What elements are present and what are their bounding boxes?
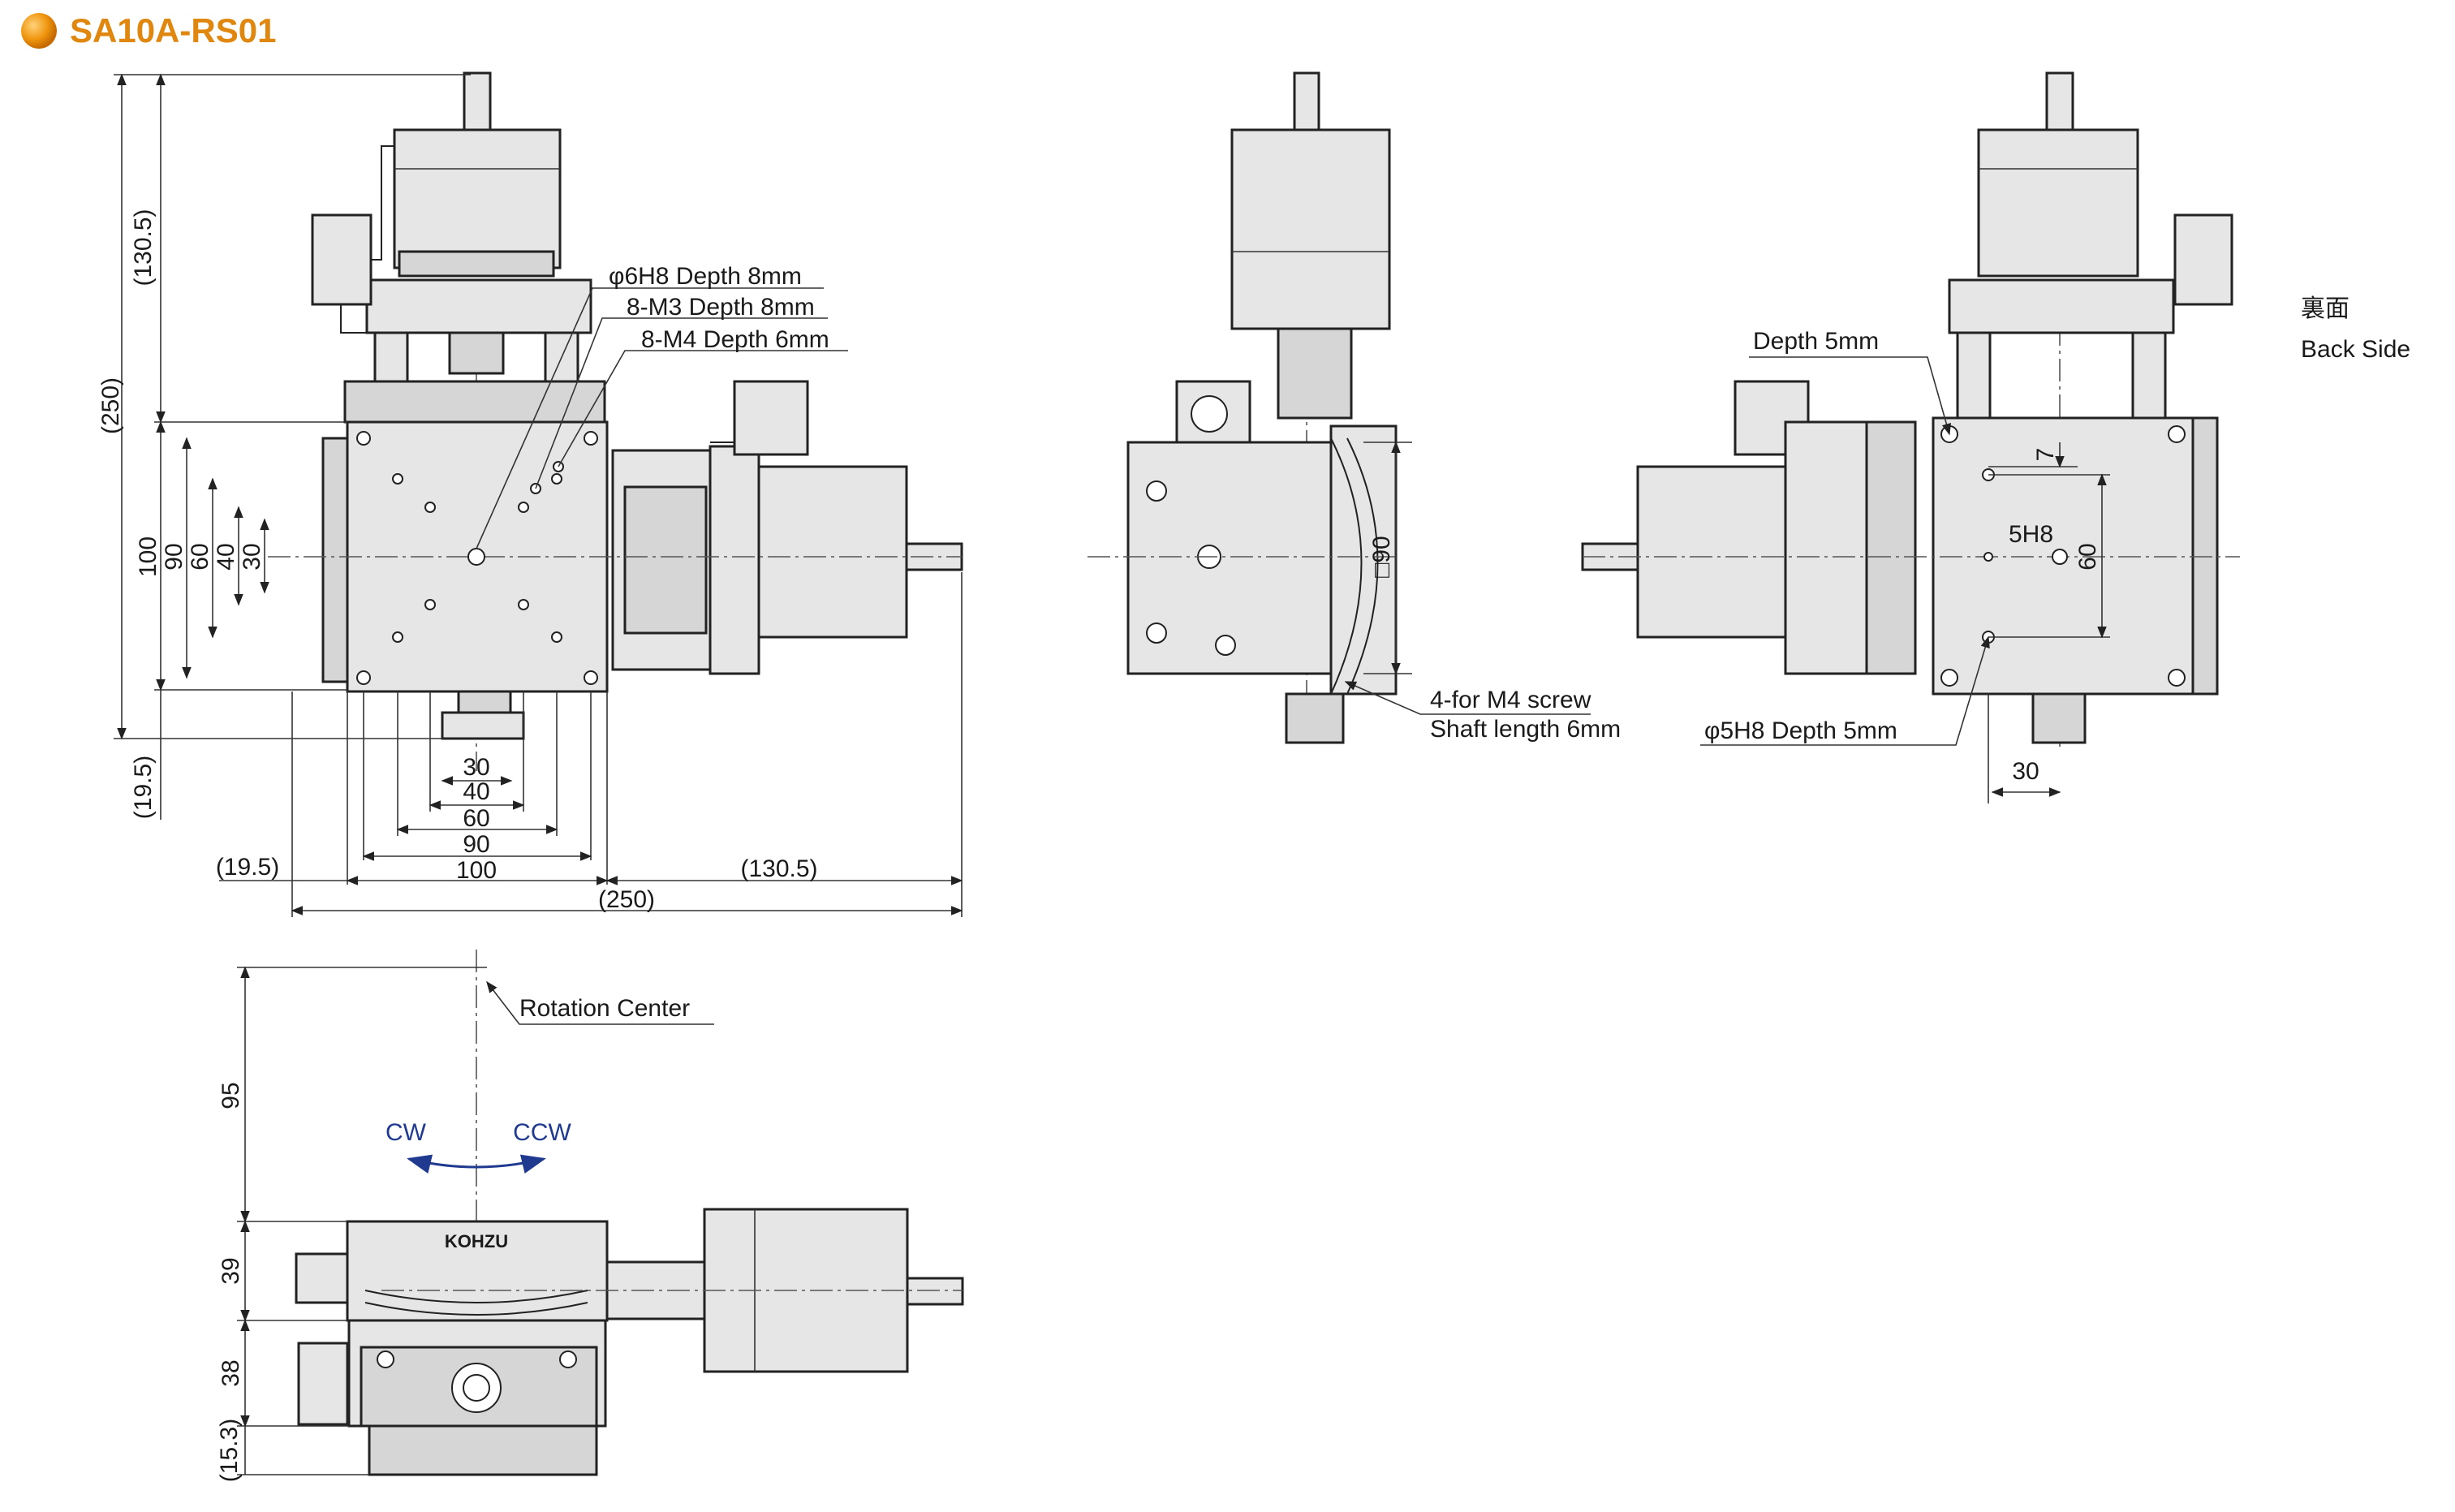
motor-right: [757, 465, 908, 639]
back-view: 60 7 5H8 30 Depth 5mm φ5H8 Depth 5mm 裏面 …: [1581, 71, 2410, 803]
dim-v-130-5: (130.5): [130, 209, 157, 286]
connector-back-right: [2173, 213, 2233, 306]
motor-front: [703, 1208, 909, 1373]
page-title: SA10A-RS01: [70, 11, 276, 50]
orange-sphere-icon: [21, 13, 57, 49]
motor-shaft-top: [463, 71, 492, 133]
label-hole-6h8: φ6H8 Depth 8mm: [609, 263, 802, 290]
label-rotation-center: Rotation Center: [519, 995, 690, 1022]
dim-front-39: 39: [218, 1257, 244, 1284]
motor-top: [393, 128, 562, 269]
dim-front-95: 95: [218, 1082, 244, 1109]
label-cw: CW: [385, 1119, 427, 1146]
dim-v-100: 100: [135, 536, 162, 577]
dim-h-90: 90: [463, 831, 489, 858]
label-hole-5h8: φ5H8 Depth 5mm: [1704, 717, 1897, 744]
label-m4-screw: 4-for M4 screw: [1430, 687, 1591, 713]
motor-back: [1977, 128, 2139, 278]
dim-front-38: 38: [218, 1359, 244, 1386]
label-5h8: 5H8: [2009, 521, 2053, 548]
dim-h-100: 100: [456, 857, 497, 884]
front-view: CW CCW KOHZU Rotation Center 95 39 38 (1…: [216, 950, 964, 1482]
dim-square-90: □90: [1368, 536, 1395, 578]
label-back-side: Back Side: [2301, 336, 2410, 363]
connector-right: [733, 380, 809, 456]
dim-v-250: (250): [97, 377, 124, 434]
connector-top-left: [311, 213, 373, 306]
motor-back-left: [1636, 465, 1787, 639]
top-view: φ6H8 Depth 8mm 8-M3 Depth 8mm 8-M4 Depth…: [97, 71, 963, 917]
dim-v-19-5: (19.5): [130, 756, 157, 819]
connector-front: [297, 1342, 349, 1426]
dim-front-15-3: (15.3): [216, 1419, 243, 1482]
dim-v-60: 60: [187, 543, 213, 570]
label-kanji: 裏面: [2301, 295, 2349, 322]
dim-v-40: 40: [213, 543, 239, 570]
dim-h-130-5: (130.5): [740, 855, 817, 882]
label-depth-5: Depth 5mm: [1753, 328, 1879, 355]
brand-label: KOHZU: [445, 1231, 508, 1251]
label-m3: 8-M3 Depth 8mm: [627, 294, 815, 321]
dim-h-60: 60: [463, 805, 489, 832]
dim-v-90: 90: [161, 543, 187, 570]
label-ccw: CCW: [513, 1119, 571, 1146]
dim-back-60: 60: [2074, 543, 2101, 570]
label-shaft-length: Shaft length 6mm: [1430, 716, 1621, 743]
dim-v-30: 30: [239, 543, 265, 570]
dim-back-7: 7: [2032, 448, 2059, 462]
dim-h-250: (250): [598, 886, 655, 913]
dim-h-30: 30: [463, 754, 489, 781]
dim-back-30: 30: [2012, 758, 2039, 785]
dim-h-40: 40: [463, 778, 489, 805]
side-view: □90 4-for M4 screw Shaft length 6mm: [1088, 71, 1621, 744]
label-m4: 8-M4 Depth 6mm: [641, 326, 829, 353]
dim-h-19-5: (19.5): [216, 854, 279, 881]
motor-side: [1230, 128, 1391, 330]
